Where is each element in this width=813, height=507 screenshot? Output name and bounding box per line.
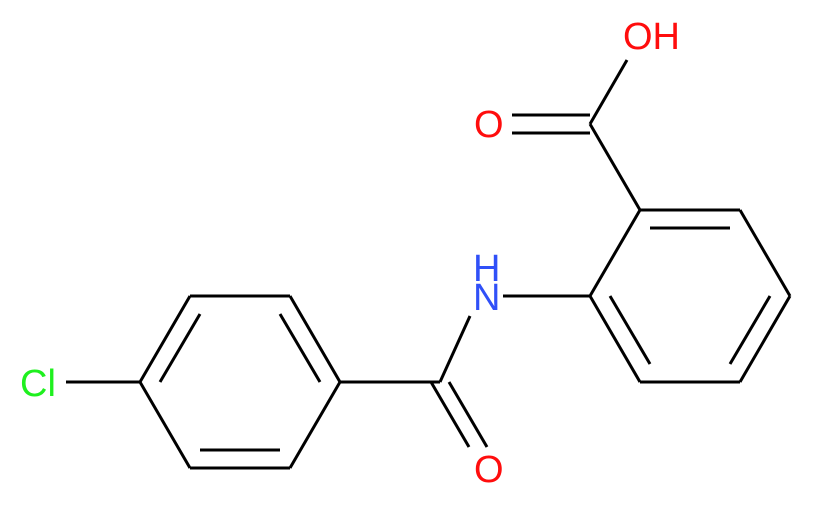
atom-label-cl: Cl xyxy=(20,363,56,405)
bond-ring-cooh xyxy=(588,123,642,211)
bond-ring-b-1 xyxy=(288,295,342,383)
bond-c-oh xyxy=(588,59,629,125)
bond-ring-b-6 xyxy=(288,381,342,469)
atom-label-nh-n: N xyxy=(473,277,500,319)
atom-label-amide-o: O xyxy=(474,449,504,491)
bond-ring-a-3-inner xyxy=(728,295,772,365)
bond-co-double-1 xyxy=(429,381,471,448)
atom-label-oh: OH xyxy=(623,16,680,58)
bond-ring-a-5-inner xyxy=(608,295,652,365)
bond-ring-b-3 xyxy=(138,295,192,383)
bonds xyxy=(66,59,792,470)
bond-ring-b-4 xyxy=(138,381,192,469)
bond-ring-a-6 xyxy=(588,209,642,297)
bond-co-double-2 xyxy=(447,381,489,448)
bond-ring-a-3 xyxy=(738,295,792,383)
bond-ring-a-2 xyxy=(738,209,792,297)
bond-ring-b-1-inner xyxy=(278,313,322,383)
atom-labels: OH O H N Cl O xyxy=(20,16,680,491)
bond-ring-b-3-inner xyxy=(158,313,202,383)
atom-label-acid-o: O xyxy=(474,104,504,146)
bond-n-carbonyl xyxy=(438,315,472,383)
atom-label-nh-h: H xyxy=(473,248,500,290)
bond-ring-a-5 xyxy=(588,295,642,383)
